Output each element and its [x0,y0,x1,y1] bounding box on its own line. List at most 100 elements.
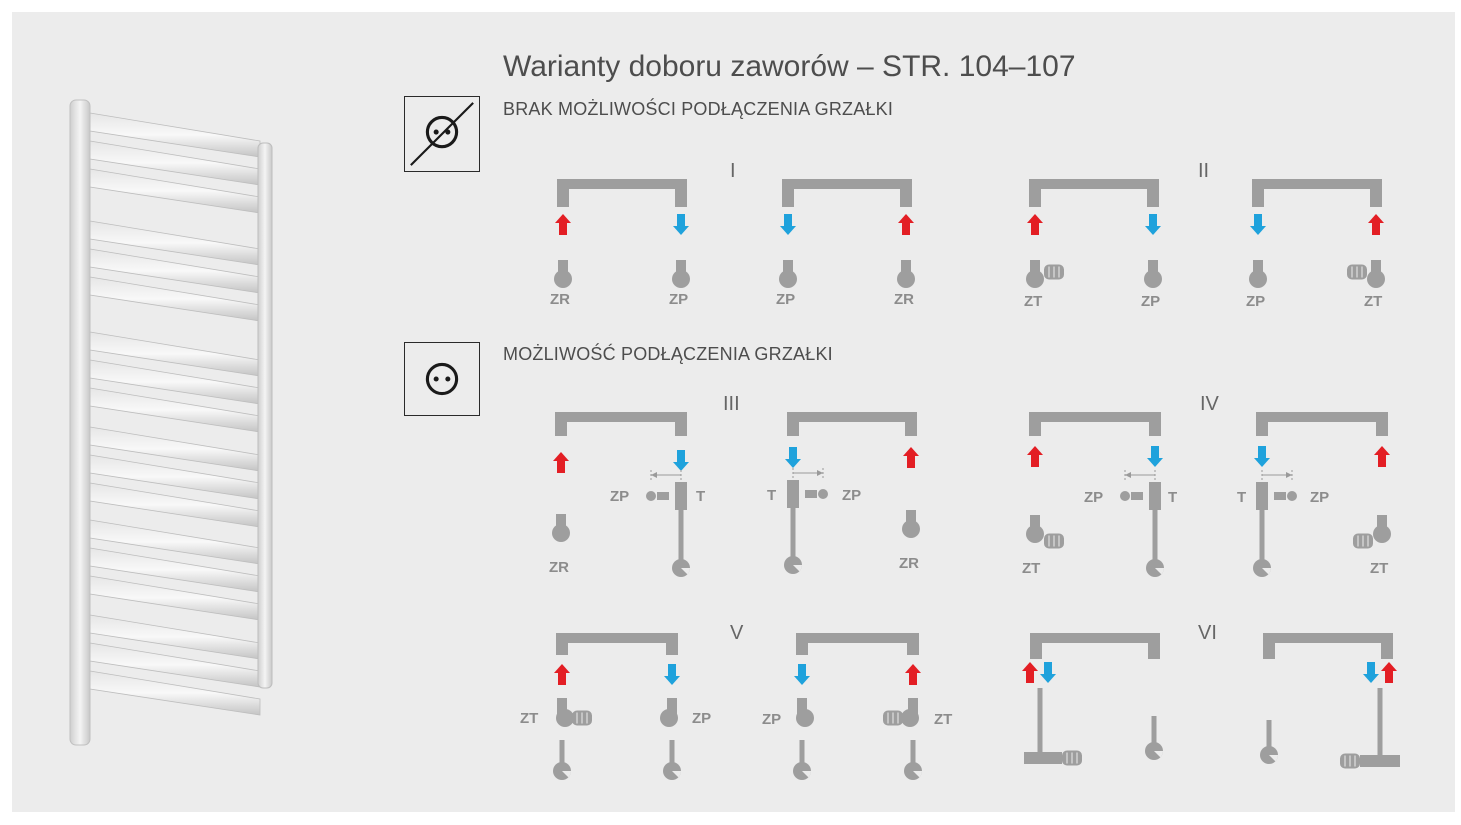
radiator-frame [782,179,912,207]
dimension-arrow [817,470,823,476]
arrow-shaft [557,461,565,473]
tee-body [787,480,799,508]
arrow-shaft [1385,671,1393,683]
return-arrow-icon [673,450,689,471]
radiator-frame [557,179,687,207]
arrow-head [1254,458,1270,467]
valve-stem [557,698,567,714]
tee-branch [805,490,817,498]
arrow-shaft [1151,446,1159,458]
floor-valve-notch [681,568,691,575]
valve-icon [554,260,572,288]
tee-body [675,482,687,510]
cfg-2a-right-label: ZP [1141,293,1161,310]
return-arrow-icon [785,447,801,468]
return-arrow-icon [664,664,680,685]
radiator-frame [787,412,917,436]
valve-stem [1030,515,1040,531]
arrow-shaft [1026,671,1034,683]
valve-icon [1026,515,1044,543]
valve-body [552,524,570,542]
valve-stem [676,260,686,276]
arrow-shaft [798,664,806,676]
valve-stem [667,698,677,714]
radiator-frame [1030,633,1160,659]
dimension-arrow [1125,472,1131,478]
tee-plug [1287,491,1297,501]
floor-valve-icon [1146,559,1165,577]
cfg-2a-left-label: ZT [1024,293,1043,310]
arrow-head [673,462,689,471]
supply-arrow-icon [898,214,914,235]
variant-numeral-v: V [730,622,744,644]
radiator-right-leg [1381,633,1393,659]
dimension-arrow [651,472,657,478]
arrow-shaft [677,214,685,226]
cfg-3b-tee-label-t: T [767,487,777,504]
valve-stem [901,260,911,276]
radiator-left-leg [1263,633,1275,659]
radiator-left-leg [557,179,569,207]
floor-valve-icon [1253,559,1272,577]
radiator-frame [1252,179,1382,207]
radiator-frame [1263,633,1393,659]
thermostatic-head-icon [1353,533,1373,549]
return-arrow-icon [1363,662,1379,683]
valve-icon [552,514,570,542]
radiator-top-pipe [1029,179,1159,189]
arrow-head [664,676,680,685]
supply-pipe [669,740,675,768]
radiator-left-leg [1252,179,1264,207]
radiator-top-pipe [556,633,678,643]
angle-valve-icon [796,698,814,727]
supply-arrow-icon [1027,214,1043,235]
floor-valve-notch [802,771,812,778]
supply-pipe [799,740,805,768]
radiator-top-pipe [557,179,687,189]
thermostatic-head-icon [572,710,592,726]
supply-pipe [910,740,916,768]
dimension-arrow [1286,472,1292,478]
valve-body [556,709,574,727]
cfg-3b-tee-label-zp: ZP [842,487,862,504]
radiator-frame [796,633,919,655]
radiator-top-pipe [796,633,919,643]
valve-body [554,270,572,288]
supply-arrow-icon [1374,446,1390,467]
variant-numeral-iii: III [723,393,740,415]
arrow-head [553,452,569,461]
radiator-top-pipe [1252,179,1382,189]
radiator-right-leg [1148,633,1160,659]
supply-pipe [678,510,684,565]
arrow-head [1381,662,1397,671]
arrow-shaft [1254,214,1262,226]
tee-branch [1274,492,1286,500]
valve-stem [797,698,807,714]
return-arrow-icon [794,664,810,685]
arrow-head [1363,674,1379,683]
arrow-head [1040,674,1056,683]
cfg-4a-tee-label-t: T [1168,489,1178,506]
cfg-1b-right-label: ZR [894,291,914,308]
valve-icon [779,260,797,288]
valve-icon [1144,260,1162,288]
valve-icon [1249,260,1267,288]
radiator-left-leg [1030,633,1042,659]
valve-icon [897,260,915,288]
valve-stem [558,260,568,276]
heater-valve-bar [1024,752,1062,764]
angle-valve-icon [901,698,919,727]
return-arrow-icon [1040,662,1056,683]
supply-arrow-icon [905,664,921,685]
floor-valve-icon [1260,746,1279,764]
radiator-left-leg [1029,412,1041,436]
cfg-5b-left-label: ZP [762,711,782,728]
arrow-shaft [1031,455,1039,467]
variant-numeral-i: I [730,160,736,182]
return-arrow-icon [1254,446,1270,467]
valve-body [1367,270,1385,288]
tee-body [1149,482,1161,510]
angle-valve-icon [660,698,678,727]
cfg-2b-left-label: ZP [1246,293,1266,310]
radiator-right-leg [1149,412,1161,436]
